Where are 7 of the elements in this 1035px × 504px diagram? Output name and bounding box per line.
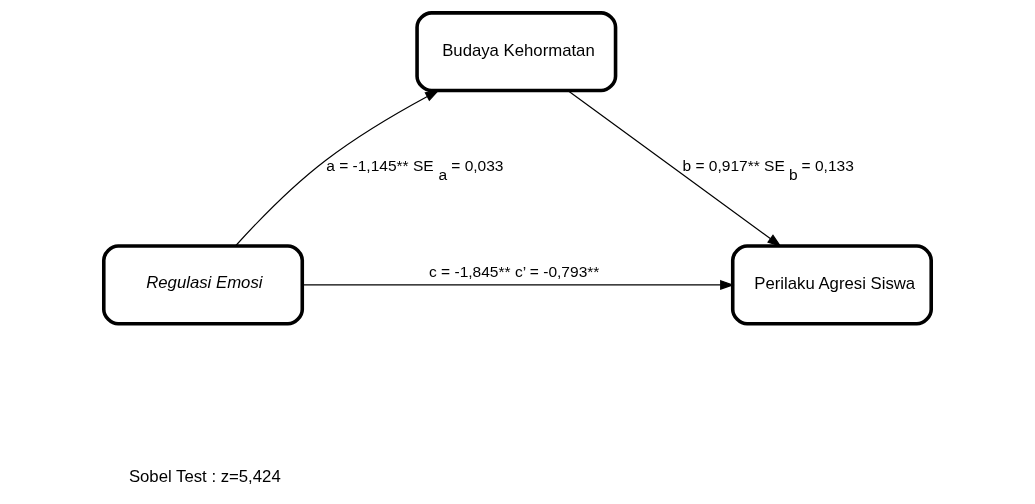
- node-box: Regulasi Emosi: [102, 244, 305, 326]
- arrow: [567, 90, 782, 247]
- arrow: [235, 89, 440, 247]
- node-box: Budaya Kehormatan: [415, 11, 618, 93]
- label: Sobel Test : z=5,424: [128, 466, 281, 486]
- node-box: Perilaku Agresi Siswa: [730, 244, 933, 326]
- edge-label: c = -1,845** c’ = -0,793**: [429, 262, 600, 280]
